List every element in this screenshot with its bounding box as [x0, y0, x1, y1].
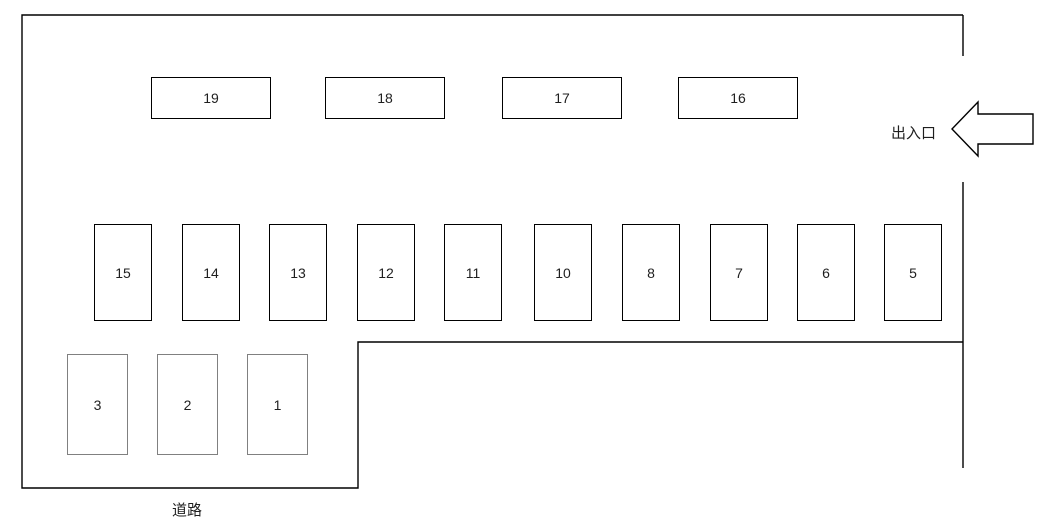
parking-space-number: 18	[377, 90, 393, 106]
parking-space-16: 16	[678, 77, 798, 119]
parking-space-19: 19	[151, 77, 271, 119]
parking-space-number: 19	[203, 90, 219, 106]
parking-space-15: 15	[94, 224, 152, 321]
parking-space-number: 17	[554, 90, 570, 106]
road-label: 道路	[172, 502, 203, 519]
entrance-arrow-icon	[951, 100, 1034, 158]
parking-space-7: 7	[710, 224, 768, 321]
parking-space-number: 15	[115, 264, 131, 281]
parking-space-number: 7	[735, 264, 743, 281]
parking-space-6: 6	[797, 224, 855, 321]
parking-space-5: 5	[884, 224, 942, 321]
lot-boundary-line	[21, 14, 963, 489]
parking-space-14: 14	[182, 224, 240, 321]
parking-space-number: 6	[822, 264, 830, 281]
parking-space-number: 10	[555, 264, 571, 281]
parking-space-1: 1	[247, 354, 308, 455]
parking-space-13: 13	[269, 224, 327, 321]
parking-space-12: 12	[357, 224, 415, 321]
parking-space-number: 3	[93, 396, 102, 413]
parking-space-18: 18	[325, 77, 445, 119]
parking-space-number: 16	[730, 90, 746, 106]
parking-space-17: 17	[502, 77, 622, 119]
parking-space-number: 1	[273, 396, 282, 413]
parking-space-11: 11	[444, 224, 502, 321]
parking-space-number: 13	[290, 264, 306, 281]
parking-space-number: 12	[378, 264, 394, 281]
parking-space-number: 5	[909, 264, 917, 281]
parking-space-2: 2	[157, 354, 218, 455]
entrance-label: 出入口	[891, 125, 937, 142]
parking-space-number: 11	[465, 264, 481, 281]
parking-space-8: 8	[622, 224, 680, 321]
parking-space-10: 10	[534, 224, 592, 321]
parking-space-3: 3	[67, 354, 128, 455]
parking-space-number: 2	[183, 396, 192, 413]
parking-space-number: 14	[203, 264, 219, 281]
parking-space-number: 8	[647, 264, 655, 281]
